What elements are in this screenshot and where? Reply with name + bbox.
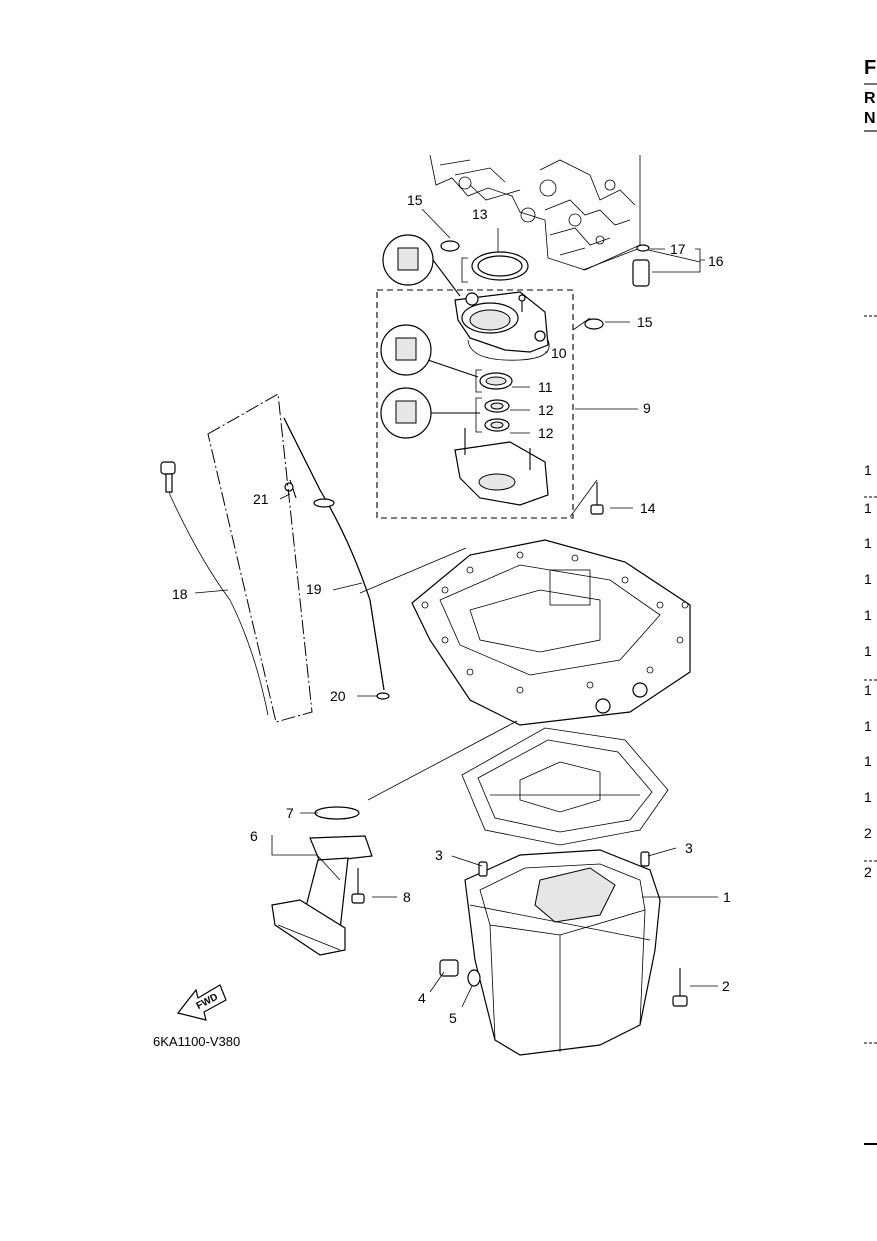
callout-19: 19 [306, 581, 322, 597]
margin-row: 1 [864, 682, 872, 698]
dipstick-guide-tube [283, 417, 390, 700]
callout-17: 17 [670, 241, 686, 257]
o-ring [584, 318, 604, 330]
margin-row: 1 [864, 500, 872, 516]
margin-row: 1 [864, 753, 872, 769]
oil-seal-housing-group [376, 234, 574, 519]
callout-10: 10 [551, 345, 567, 361]
oil-pan [464, 849, 661, 1056]
gasket-washer [467, 969, 481, 987]
margin-header-n: N [864, 110, 876, 127]
margin-row: 1 [864, 607, 872, 623]
margin-row: 1 [864, 535, 872, 551]
dipstick [160, 461, 269, 716]
margin-row: 2 [864, 864, 872, 880]
callout-11: 11 [538, 379, 553, 395]
o-ring [440, 240, 460, 252]
callout-15: 15 [637, 314, 653, 330]
callout-15: 15 [407, 192, 423, 208]
margin-header-r: R [864, 90, 876, 107]
engine-block-illustration [429, 154, 701, 271]
oil-strainer [271, 806, 373, 956]
callout-5: 5 [449, 1010, 457, 1026]
bolt [590, 504, 604, 515]
callout-7: 7 [286, 805, 294, 821]
diagram-code: 6KA1100-V380 [153, 1034, 240, 1049]
callout-9: 9 [643, 400, 651, 416]
callout-18: 18 [172, 586, 188, 602]
callout-3: 3 [435, 847, 443, 863]
forward-direction-icon: FWD [176, 984, 227, 1021]
margin-header-f: F [864, 57, 877, 79]
margin-row: 2 [864, 825, 872, 841]
margin-row: 1 [864, 789, 872, 805]
margin-row: 1 [864, 643, 872, 659]
callout-4: 4 [418, 990, 426, 1006]
margin-row: 1 [864, 718, 872, 734]
drain-bolt [439, 959, 459, 977]
callout-13: 13 [472, 206, 488, 222]
callout-2: 2 [722, 978, 730, 994]
callout-3: 3 [685, 840, 693, 856]
leader-lines [194, 208, 718, 1008]
callout-6: 6 [250, 828, 258, 844]
margin-row: 1 [864, 462, 872, 478]
exhaust-guide-illustration [411, 539, 691, 726]
callout-numbers: 1 2 3 3 4 5 6 7 8 9 10 11 12 12 13 14 15… [172, 192, 731, 1026]
right-margin-rules [864, 83, 877, 1145]
margin-row: 1 [864, 571, 872, 587]
callout-1: 1 [723, 889, 731, 905]
oil-pan-gasket [461, 727, 669, 846]
callout-20: 20 [330, 688, 346, 704]
clip [314, 806, 360, 820]
dowel-pin [632, 259, 650, 287]
callout-21: 21 [253, 491, 269, 507]
callout-16: 16 [708, 253, 724, 269]
callout-14: 14 [640, 500, 656, 516]
callout-8: 8 [403, 889, 411, 905]
callout-12: 12 [538, 425, 554, 441]
callout-12: 12 [538, 402, 554, 418]
